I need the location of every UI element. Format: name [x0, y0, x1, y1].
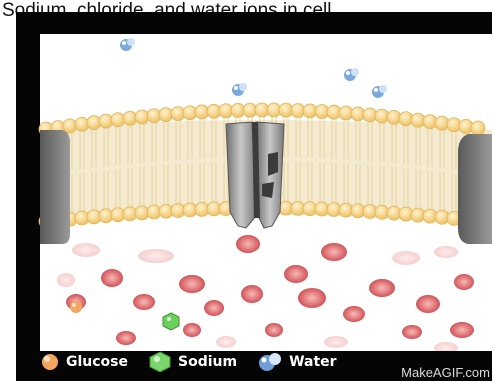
- phospholipid-head: [471, 121, 485, 135]
- red-blood-cell: [284, 265, 308, 283]
- red-blood-cell: [369, 279, 395, 297]
- red-blood-cell: [298, 288, 326, 308]
- legend-item-glucose: Glucose: [40, 352, 128, 372]
- red-blood-cell: [57, 273, 75, 287]
- red-blood-cell: [450, 322, 474, 338]
- red-blood-cell: [324, 336, 348, 348]
- red-blood-cell: [321, 243, 347, 261]
- red-blood-cell: [265, 323, 283, 337]
- animation-frame: MakeAGIF.com: [16, 12, 492, 381]
- red-blood-cell: [183, 323, 201, 337]
- red-blood-cell: [416, 295, 440, 313]
- sodium-molecule: [163, 313, 179, 330]
- legend-item-water: Water: [257, 352, 336, 372]
- sodium-icon: [148, 351, 172, 373]
- red-blood-cell: [454, 274, 474, 290]
- watermark-text: MakeAGIF.com: [401, 365, 490, 380]
- left-membrane-protein: [40, 130, 70, 244]
- legend-label-water: Water: [289, 354, 336, 370]
- water-icon: [257, 352, 283, 372]
- legend: Glucose Sodium Water: [40, 348, 357, 376]
- glucose-icon: [40, 352, 60, 372]
- red-blood-cell: [236, 235, 260, 253]
- red-blood-cell: [72, 243, 100, 257]
- channel-protein: [226, 122, 284, 228]
- right-membrane-protein: [458, 134, 492, 244]
- red-blood-cell: [434, 246, 458, 258]
- legend-label-glucose: Glucose: [66, 354, 128, 370]
- legend-item-sodium: Sodium: [148, 351, 237, 373]
- red-blood-cell: [116, 331, 136, 345]
- legend-label-sodium: Sodium: [178, 354, 237, 370]
- red-blood-cell: [101, 269, 123, 287]
- red-blood-cell: [392, 251, 420, 265]
- glucose-molecule: [70, 301, 82, 313]
- red-blood-cell: [402, 325, 422, 339]
- red-blood-cell: [138, 249, 174, 263]
- red-blood-cell: [179, 275, 205, 293]
- red-blood-cell: [204, 300, 224, 316]
- red-blood-cell: [343, 306, 365, 322]
- red-blood-cell: [133, 294, 155, 310]
- membrane-scene: [16, 12, 492, 381]
- red-blood-cell: [241, 285, 263, 303]
- red-blood-cell: [216, 336, 236, 348]
